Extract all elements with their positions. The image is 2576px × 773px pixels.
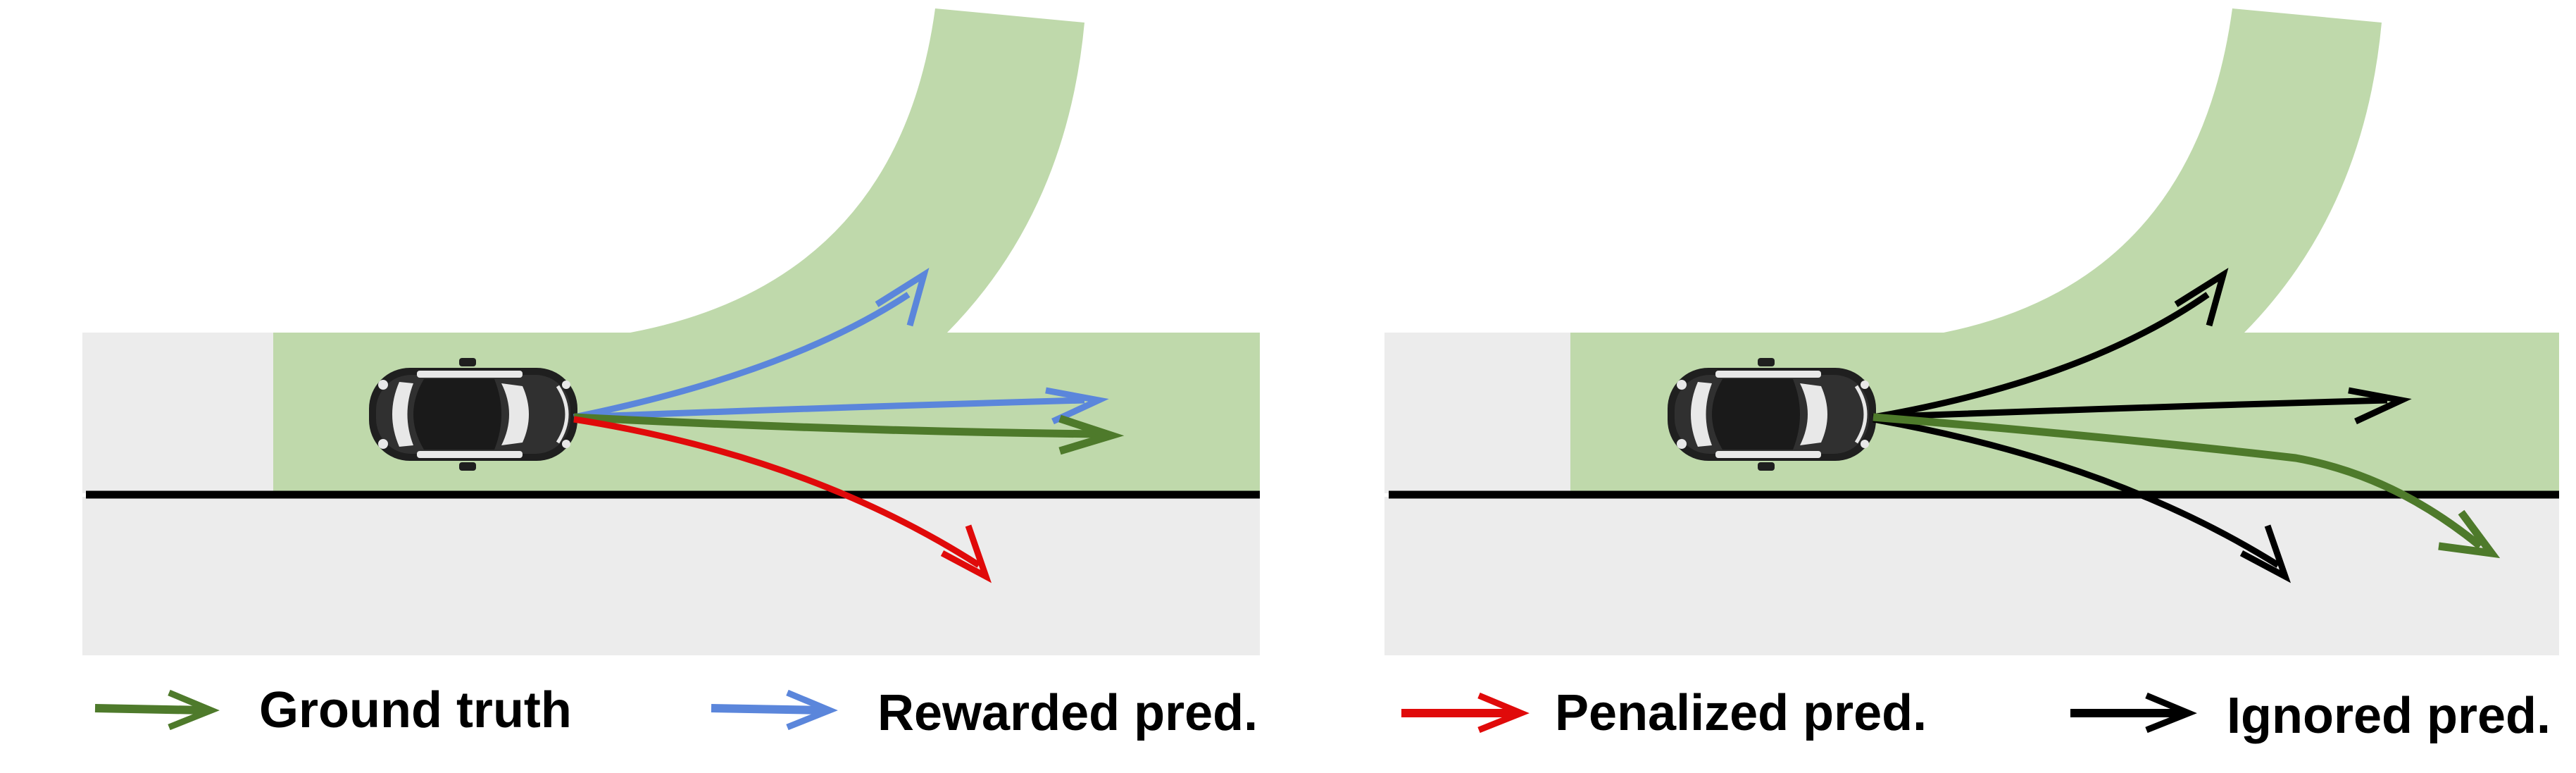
legend-item-ground-truth: Ground truth: [94, 682, 572, 738]
trajectory-rewarded: [573, 387, 1109, 425]
trajectory-ignored: [1872, 268, 2229, 421]
legend-item-rewarded: Rewarded pred.: [711, 685, 1258, 741]
trajectory-penalized: [573, 416, 992, 583]
arrow-icon: [2070, 692, 2197, 734]
trajectory-ignored: [1872, 416, 2291, 583]
arrow-icon: [711, 689, 838, 731]
legend-label: Penalized pred.: [1555, 685, 1927, 741]
legend-label: Ground truth: [259, 682, 572, 738]
trajectory-rewarded: [573, 268, 930, 421]
trajectory-ignored: [1872, 387, 2412, 425]
legend-item-ignored: Ignored pred.: [2070, 688, 2551, 744]
arrow-icon: [94, 689, 220, 731]
road-lane-lower: [82, 497, 1260, 655]
road-lane-lower: [1384, 497, 2559, 655]
legend: Ground truth Rewarded pred. Penalized pr…: [94, 682, 2551, 744]
legend-label: Ignored pred.: [2227, 688, 2551, 744]
drivable-turn: [630, 8, 1084, 333]
car-top-view-icon: [369, 358, 577, 471]
legend-label: Rewarded pred.: [877, 685, 1258, 741]
car-top-view-icon: [1668, 358, 1876, 471]
trajectory-ground-truth: [573, 413, 1125, 455]
drivable-turn: [1944, 8, 2382, 333]
trajectory-ground-truth: [1872, 413, 2501, 559]
right-scene: [1384, 8, 2559, 655]
legend-item-penalized: Penalized pred.: [1401, 685, 1927, 741]
arrow-icon: [1401, 692, 1530, 734]
left-scene: [82, 8, 1260, 655]
